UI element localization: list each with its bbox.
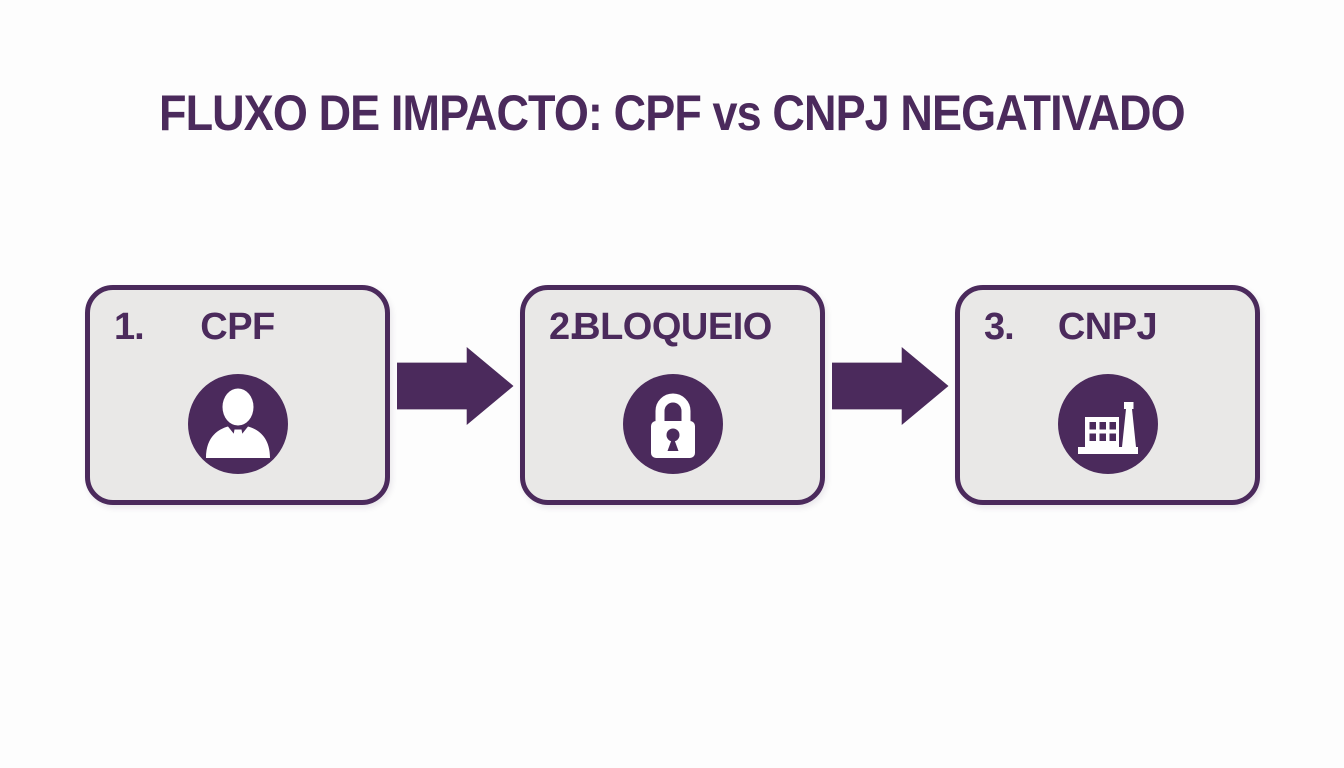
step-cpf-header: 1. CPF <box>90 304 385 350</box>
diagram-title: FLUXO DE IMPACTO: CPF vs CNPJ NEGATIVADO <box>159 85 1186 141</box>
step-label: CNPJ <box>1057 306 1158 348</box>
step-bloqueio-header: 2. BLOQUEIO <box>525 304 820 350</box>
step-number: 1. <box>114 306 145 348</box>
title-container: FLUXO DE IMPACTO: CPF vs CNPJ NEGATIVADO <box>0 84 1344 142</box>
step-cnpj: 3. CNPJ <box>955 285 1260 505</box>
arrow-right-icon <box>831 347 949 425</box>
step-number: 2. <box>549 306 580 348</box>
person-icon <box>187 374 288 474</box>
flow-diagram: 1. CPF 2. BLOQUEIO <box>85 285 1260 505</box>
step-cnpj-header: 3. CNPJ <box>960 304 1255 350</box>
step-number: 3. <box>984 306 1015 348</box>
step-cpf: 1. CPF <box>85 285 390 505</box>
factory-icon <box>1057 374 1158 474</box>
arrow-right-icon <box>396 347 514 425</box>
lock-icon <box>622 374 723 474</box>
step-label: BLOQUEIO <box>573 306 772 348</box>
step-bloqueio: 2. BLOQUEIO <box>520 285 825 505</box>
step-label: CPF <box>200 306 275 348</box>
